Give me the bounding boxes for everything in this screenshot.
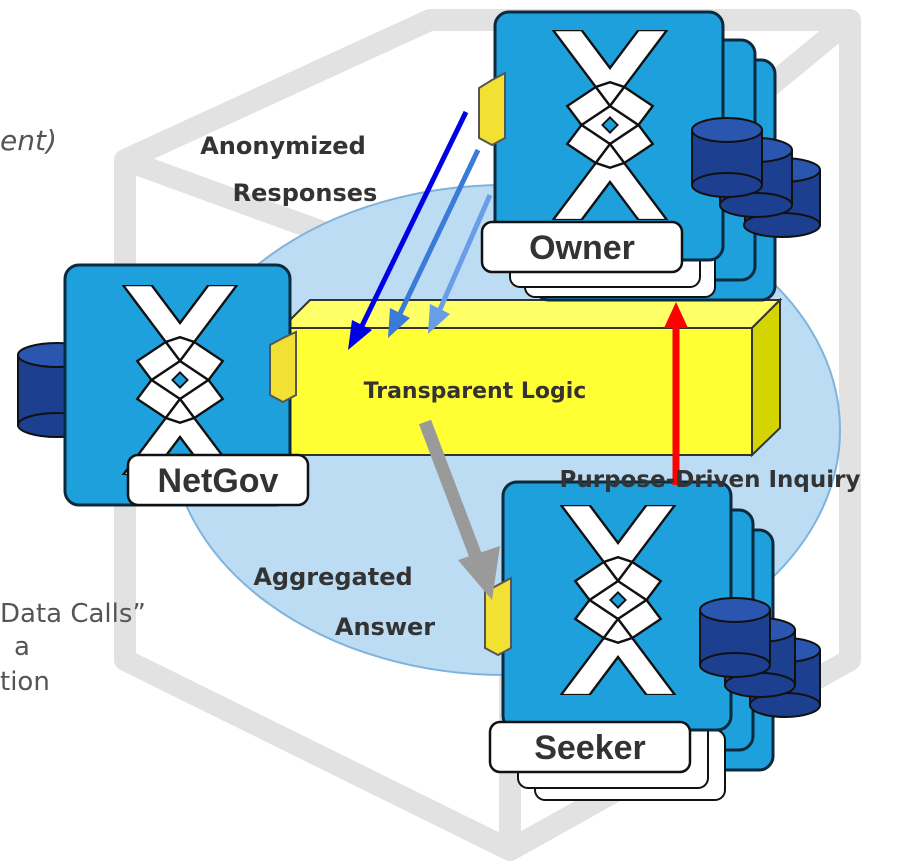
anonymized-label-line1: Anonymized — [200, 132, 366, 160]
inquiry-arrow — [664, 302, 688, 485]
owner-connector — [478, 71, 506, 147]
aggregated-label-line2: Answer — [335, 613, 435, 641]
channel-label: Transparent Logic — [364, 379, 587, 404]
owner-node: Owner — [478, 10, 821, 302]
aggregated-label-line1: Aggregated — [253, 563, 412, 591]
cropped-text-line1: Data Calls” — [0, 599, 146, 629]
seeker-node: Seeker — [484, 480, 821, 801]
anonymized-label-line2: Responses — [233, 179, 378, 207]
owner-database-icon — [691, 117, 821, 238]
netgov-node: NetGov — [17, 263, 310, 507]
seeker-label: Seeker — [534, 729, 646, 767]
transparent-logic-channel: Transparent Logic — [279, 297, 783, 458]
cropped-text-top: ent) — [0, 124, 57, 157]
netgov-label: NetGov — [158, 462, 279, 500]
owner-label: Owner — [529, 229, 635, 267]
inquiry-label: Purpose-Driven Inquiry — [560, 467, 861, 493]
aggregated-answer-arrow — [418, 419, 500, 600]
anonymized-response-arrows — [348, 110, 493, 350]
cropped-text-line2: a — [14, 632, 30, 662]
netgov-connector — [269, 330, 297, 404]
seeker-database-icon — [699, 597, 821, 718]
cropped-text-line3: tion — [0, 667, 50, 697]
